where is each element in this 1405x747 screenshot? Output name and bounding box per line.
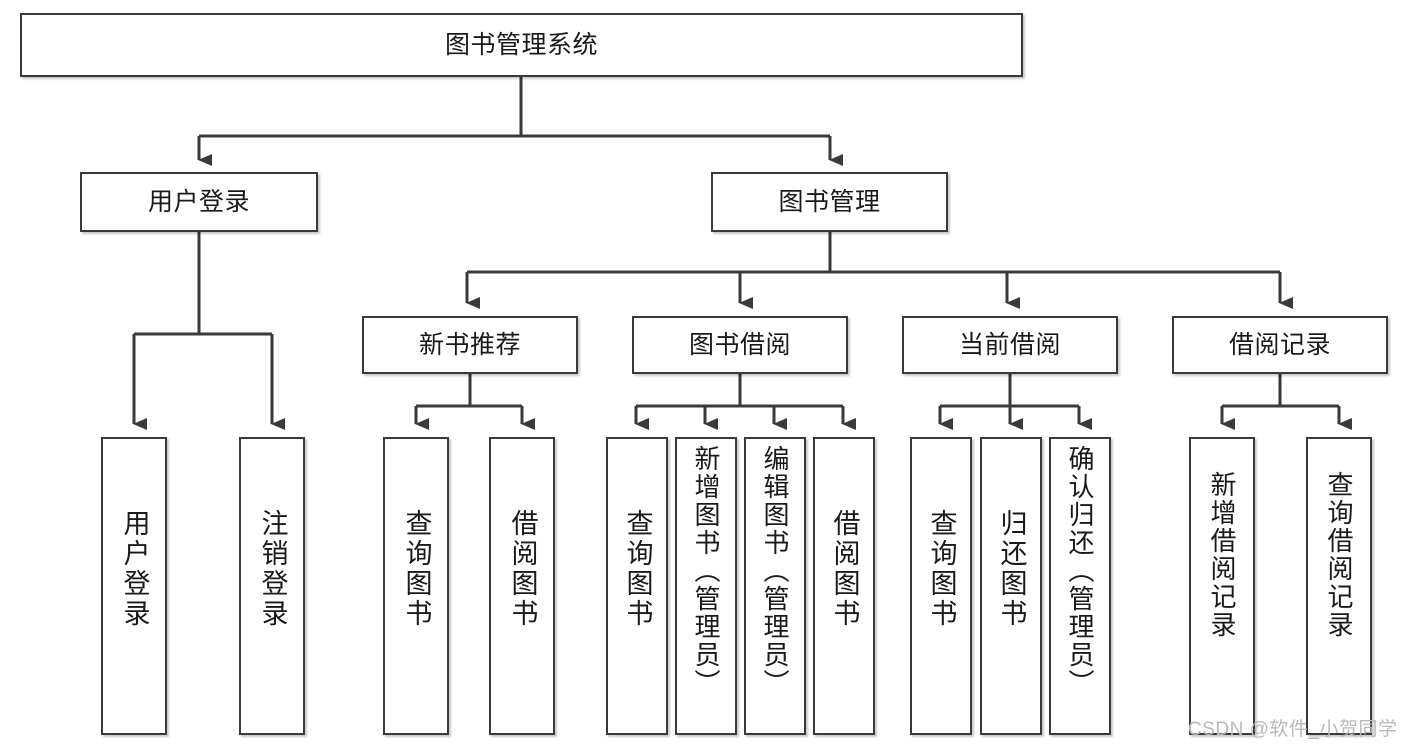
node-leaf-edit-book-label: 编辑图书（管理员） <box>760 445 790 697</box>
node-user-login[interactable]: 用户登录 <box>80 172 318 232</box>
node-leaf-query-book-2[interactable]: 查询图书 <box>606 437 668 735</box>
node-root[interactable]: 图书管理系统 <box>20 13 1023 77</box>
node-leaf-return-book[interactable]: 归还图书 <box>980 437 1042 735</box>
node-borrow-record-label: 借阅记录 <box>1228 330 1331 359</box>
node-book-borrow-label: 图书借阅 <box>688 330 791 359</box>
node-leaf-user-login-label: 用户登录 <box>119 509 150 629</box>
node-leaf-confirm-return[interactable]: 确认归还（管理员） <box>1049 437 1111 735</box>
node-current-borrow-label: 当前借阅 <box>958 330 1061 359</box>
node-leaf-logout-label: 注销登录 <box>257 509 288 629</box>
node-leaf-add-book[interactable]: 新增图书（管理员） <box>675 437 737 735</box>
node-root-label: 图书管理系统 <box>444 30 598 59</box>
node-leaf-logout[interactable]: 注销登录 <box>239 437 305 735</box>
node-leaf-borrow-book-1[interactable]: 借阅图书 <box>489 437 555 735</box>
node-leaf-confirm-return-label: 确认归还（管理员） <box>1065 445 1095 697</box>
node-leaf-query-book-1-label: 查询图书 <box>401 509 432 629</box>
node-leaf-query-book-3-label: 查询图书 <box>926 509 957 629</box>
node-book-manage-label: 图书管理 <box>778 187 881 216</box>
node-leaf-query-book-3[interactable]: 查询图书 <box>910 437 972 735</box>
node-current-borrow[interactable]: 当前借阅 <box>902 316 1118 374</box>
node-leaf-return-book-label: 归还图书 <box>996 509 1027 629</box>
node-user-login-label: 用户登录 <box>147 187 250 216</box>
node-book-borrow[interactable]: 图书借阅 <box>632 316 848 374</box>
node-leaf-query-book-2-label: 查询图书 <box>622 509 653 629</box>
node-leaf-query-record[interactable]: 查询借阅记录 <box>1306 437 1372 735</box>
node-leaf-borrow-book-1-label: 借阅图书 <box>507 509 538 629</box>
node-leaf-borrow-book-2-label: 借阅图书 <box>829 509 860 629</box>
node-leaf-borrow-book-2[interactable]: 借阅图书 <box>813 437 875 735</box>
node-leaf-add-record-label: 新增借阅记录 <box>1207 471 1237 639</box>
node-leaf-add-book-label: 新增图书（管理员） <box>691 445 721 697</box>
node-book-manage[interactable]: 图书管理 <box>711 172 948 232</box>
csdn-watermark: CSDN @软件_小贺同学 <box>1188 719 1398 740</box>
node-new-book-recommend-label: 新书推荐 <box>418 330 521 359</box>
node-leaf-add-record[interactable]: 新增借阅记录 <box>1189 437 1255 735</box>
node-leaf-query-record-label: 查询借阅记录 <box>1324 471 1354 639</box>
node-leaf-edit-book[interactable]: 编辑图书（管理员） <box>744 437 806 735</box>
node-borrow-record[interactable]: 借阅记录 <box>1172 316 1388 374</box>
node-leaf-user-login[interactable]: 用户登录 <box>101 437 167 735</box>
node-new-book-recommend[interactable]: 新书推荐 <box>362 316 578 374</box>
node-leaf-query-book-1[interactable]: 查询图书 <box>383 437 449 735</box>
